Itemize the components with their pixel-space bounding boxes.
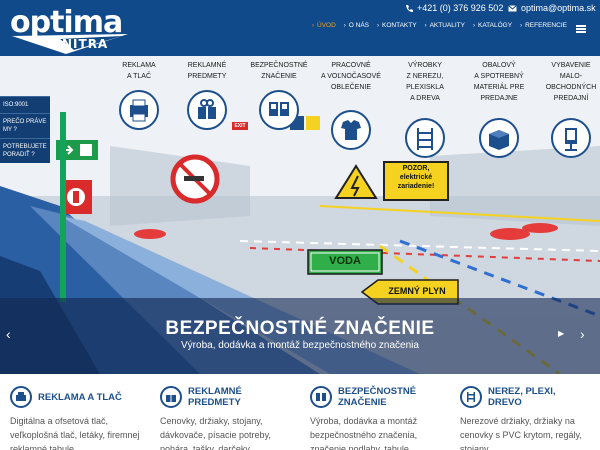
nav-label: Úvod — [317, 22, 336, 29]
feature-bezpecnostne-znacenie[interactable]: Bezpečnostné značenie Výroba, dodávka a … — [300, 374, 450, 450]
category-bezpecnostne-znacenie[interactable]: Bezpečnostné značenie — [244, 60, 314, 130]
site-header: optima NITRA +421 (0) 376 926 502 optima… — [0, 0, 600, 56]
gift-icon — [187, 90, 227, 130]
category-vyrobky-nerez[interactable]: Výrobky z nerezu, plexiskla a dreva — [390, 60, 460, 158]
category-reklama-tlac[interactable]: Reklama a tlač — [104, 60, 174, 130]
header-phone[interactable]: +421 (0) 376 926 502 — [405, 3, 503, 13]
feature-title: Reklama a tlač — [38, 391, 122, 403]
category-label: materiál pre — [473, 84, 525, 91]
category-pracovne-oblecenie[interactable]: Pracovné a voľnočasové oblečenie — [316, 60, 386, 150]
phone-icon — [406, 5, 413, 12]
chevron-right-icon: › — [424, 22, 427, 29]
category-label: z nerezu, — [406, 73, 444, 80]
shelf-icon — [405, 118, 445, 158]
slide-title: BEZPEČNOSTNÉ ZNAČENIE — [165, 318, 435, 339]
category-label: Pracovné — [331, 62, 371, 69]
category-label: predmety — [187, 73, 227, 80]
category-label: a dreva — [410, 95, 440, 102]
logo-text: optima — [10, 5, 123, 40]
category-label: a voľnočasové — [321, 73, 381, 80]
nav-label: Katalógy — [477, 22, 513, 29]
category-label: Vybavenie — [551, 62, 591, 69]
chevron-right-icon: › — [472, 22, 475, 29]
zemny-plyn-sign-text: ZEMNÝ PLYN — [388, 286, 446, 296]
feature-text: Nerezové držiaky, držiaky na cenovky s P… — [460, 416, 582, 450]
category-obalovy-material[interactable]: Obalový a spotrebný materiál pre predajn… — [464, 60, 534, 158]
chevron-right-icon: › — [312, 22, 314, 29]
chevron-right-icon: › — [343, 22, 346, 29]
feature-text: Cenovky, držiaky, stojany, dávkovače, pí… — [160, 416, 271, 450]
box-icon — [479, 118, 519, 158]
chevron-right-icon: › — [520, 22, 523, 29]
logo-swoosh-icon — [12, 34, 128, 54]
safety-sign-icon — [310, 386, 332, 408]
nav-item-o-nas[interactable]: ›O nás — [344, 22, 369, 29]
pozor-sign-text: POZOR, elektrické zariadenie! — [397, 165, 435, 190]
category-label: a tlač — [127, 73, 151, 80]
category-label: Bezpečnostné — [250, 62, 308, 69]
feature-nerez-plexi-drevo[interactable]: Nerez, plexi, drevo Nerezové držiaky, dr… — [450, 374, 600, 450]
shelf-icon — [460, 386, 482, 408]
feature-text: Digitálna a ofsetová tlač, veľkoplošná t… — [10, 416, 140, 450]
category-label: Reklamné — [187, 62, 227, 69]
voda-sign-text: VODA — [329, 255, 361, 267]
category-label: malo- — [559, 73, 583, 80]
slide-subtitle: Výroba, dodávka a montáž bezpečnostného … — [181, 340, 419, 351]
nav-label: Referencie — [525, 22, 567, 29]
category-vybavenie-predajni[interactable]: Vybavenie malo- obchodných predajní — [536, 60, 600, 158]
iso-button[interactable]: ISO:9001 — [0, 96, 50, 113]
slide-caption-bar — [0, 298, 600, 374]
nav-item-katalogy[interactable]: ›Katalógy — [473, 22, 512, 29]
side-buttons: ISO:9001 Prečo práve my ? Potrebujete po… — [0, 96, 50, 163]
category-label: plexiskla — [406, 84, 444, 91]
feature-text: Výroba, dodávka a montáž bezpečnostného … — [310, 416, 418, 450]
category-label: predajne — [480, 95, 518, 102]
category-label: a spotrebný — [474, 73, 524, 80]
email-address: optima@optima.sk — [521, 3, 596, 13]
phone-number: +421 (0) 376 926 502 — [417, 3, 504, 13]
exit-sign-text: EXIT — [234, 123, 246, 129]
nav-label: O nás — [348, 22, 370, 29]
chevron-right-icon: › — [377, 22, 380, 29]
nav-label: Aktuality — [429, 22, 465, 29]
why-us-button[interactable]: Prečo práve my ? — [0, 113, 50, 138]
slider-play-icon[interactable]: ▶ — [558, 329, 565, 338]
feature-columns: Reklama a tlač Digitálna a ofsetová tlač… — [0, 374, 600, 450]
category-label: značenie — [261, 73, 297, 80]
feature-title: Nerez, plexi, drevo — [488, 386, 556, 408]
feature-title: Bezpečnostné značenie — [338, 386, 417, 408]
logo[interactable]: optima NITRA — [10, 6, 150, 54]
main-nav: ›Úvod ›O nás ›Kontakty ›Aktuality ›Katal… — [312, 22, 575, 29]
logo-subtext: NITRA — [62, 37, 109, 51]
category-reklamne-predmety[interactable]: Reklamné predmety — [172, 60, 242, 130]
category-label: Obalový — [482, 62, 516, 69]
clothing-icon — [331, 110, 371, 150]
gift-icon — [160, 386, 182, 408]
feature-title: Reklamné predmety — [188, 386, 242, 408]
printer-icon — [10, 386, 32, 408]
header-email[interactable]: optima@optima.sk — [508, 3, 596, 13]
nav-item-kontakty[interactable]: ›Kontakty — [377, 22, 417, 29]
category-label: obchodných — [545, 84, 597, 91]
nav-item-uvod[interactable]: ›Úvod — [312, 22, 336, 29]
nav-item-aktuality[interactable]: ›Aktuality — [425, 22, 465, 29]
slider-next-arrow-icon[interactable]: › — [580, 326, 585, 342]
display-stand-icon — [551, 118, 591, 158]
category-label: Výrobky — [408, 62, 442, 69]
category-label: predajní — [553, 95, 589, 102]
printer-icon — [119, 90, 159, 130]
safety-sign-icon — [259, 90, 299, 130]
mail-icon — [508, 4, 517, 11]
category-label: Reklama — [122, 62, 156, 69]
feature-reklama-tlac[interactable]: Reklama a tlač Digitálna a ofsetová tlač… — [0, 374, 150, 450]
feature-reklamne-predmety[interactable]: Reklamné predmety Cenovky, držiaky, stoj… — [150, 374, 300, 450]
hero-slider: VODA ZEMNÝ PLYN POZOR, elektrické zariad… — [0, 56, 600, 374]
category-label: oblečenie — [330, 84, 372, 91]
slider-prev-arrow-icon[interactable]: ‹ — [6, 326, 11, 342]
nav-item-referencie[interactable]: ›Referencie — [520, 22, 567, 29]
nav-label: Kontakty — [382, 22, 417, 29]
hamburger-menu-icon[interactable] — [576, 25, 586, 33]
need-advice-button[interactable]: Potrebujete poradiť ? — [0, 138, 50, 163]
